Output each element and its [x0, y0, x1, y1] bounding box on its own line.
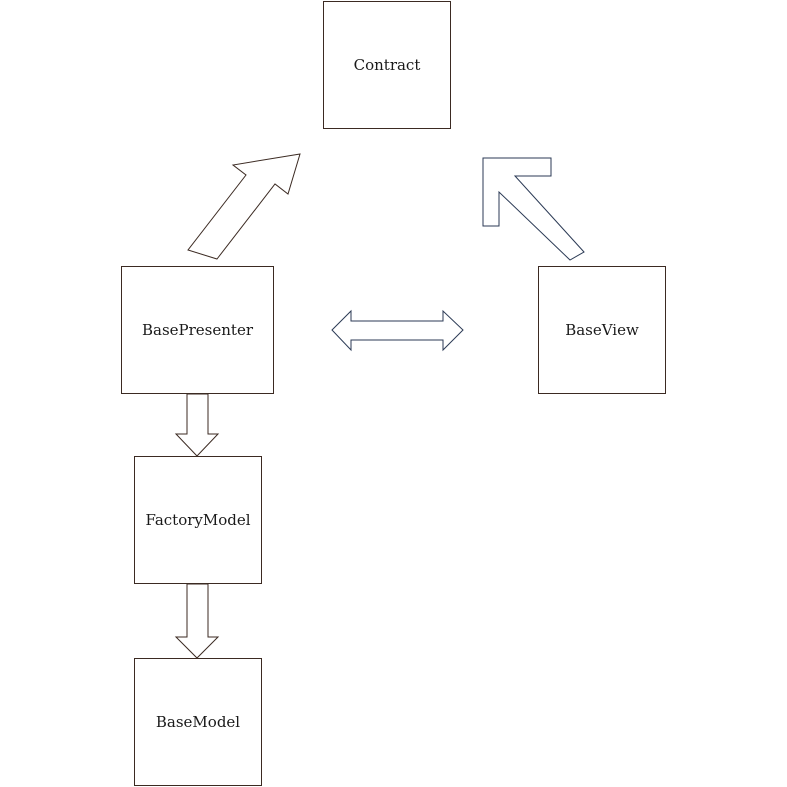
- contract-node: Contract: [323, 1, 451, 129]
- base-presenter-label: BasePresenter: [142, 321, 253, 339]
- factory-model-node: FactoryModel: [134, 456, 262, 584]
- base-view-node: BaseView: [538, 266, 666, 394]
- arrow-presenter-to-factory: [174, 393, 220, 457]
- base-view-label: BaseView: [565, 321, 639, 339]
- base-presenter-node: BasePresenter: [121, 266, 274, 394]
- factory-model-label: FactoryModel: [145, 511, 251, 529]
- arrow-presenter-view-bidirectional: [331, 309, 464, 352]
- arrow-presenter-to-contract: [187, 153, 301, 260]
- base-model-node: BaseModel: [134, 658, 262, 786]
- arrow-view-to-contract: [482, 157, 585, 261]
- contract-label: Contract: [353, 56, 421, 74]
- base-model-label: BaseModel: [155, 713, 241, 731]
- arrow-factory-to-model: [174, 583, 220, 659]
